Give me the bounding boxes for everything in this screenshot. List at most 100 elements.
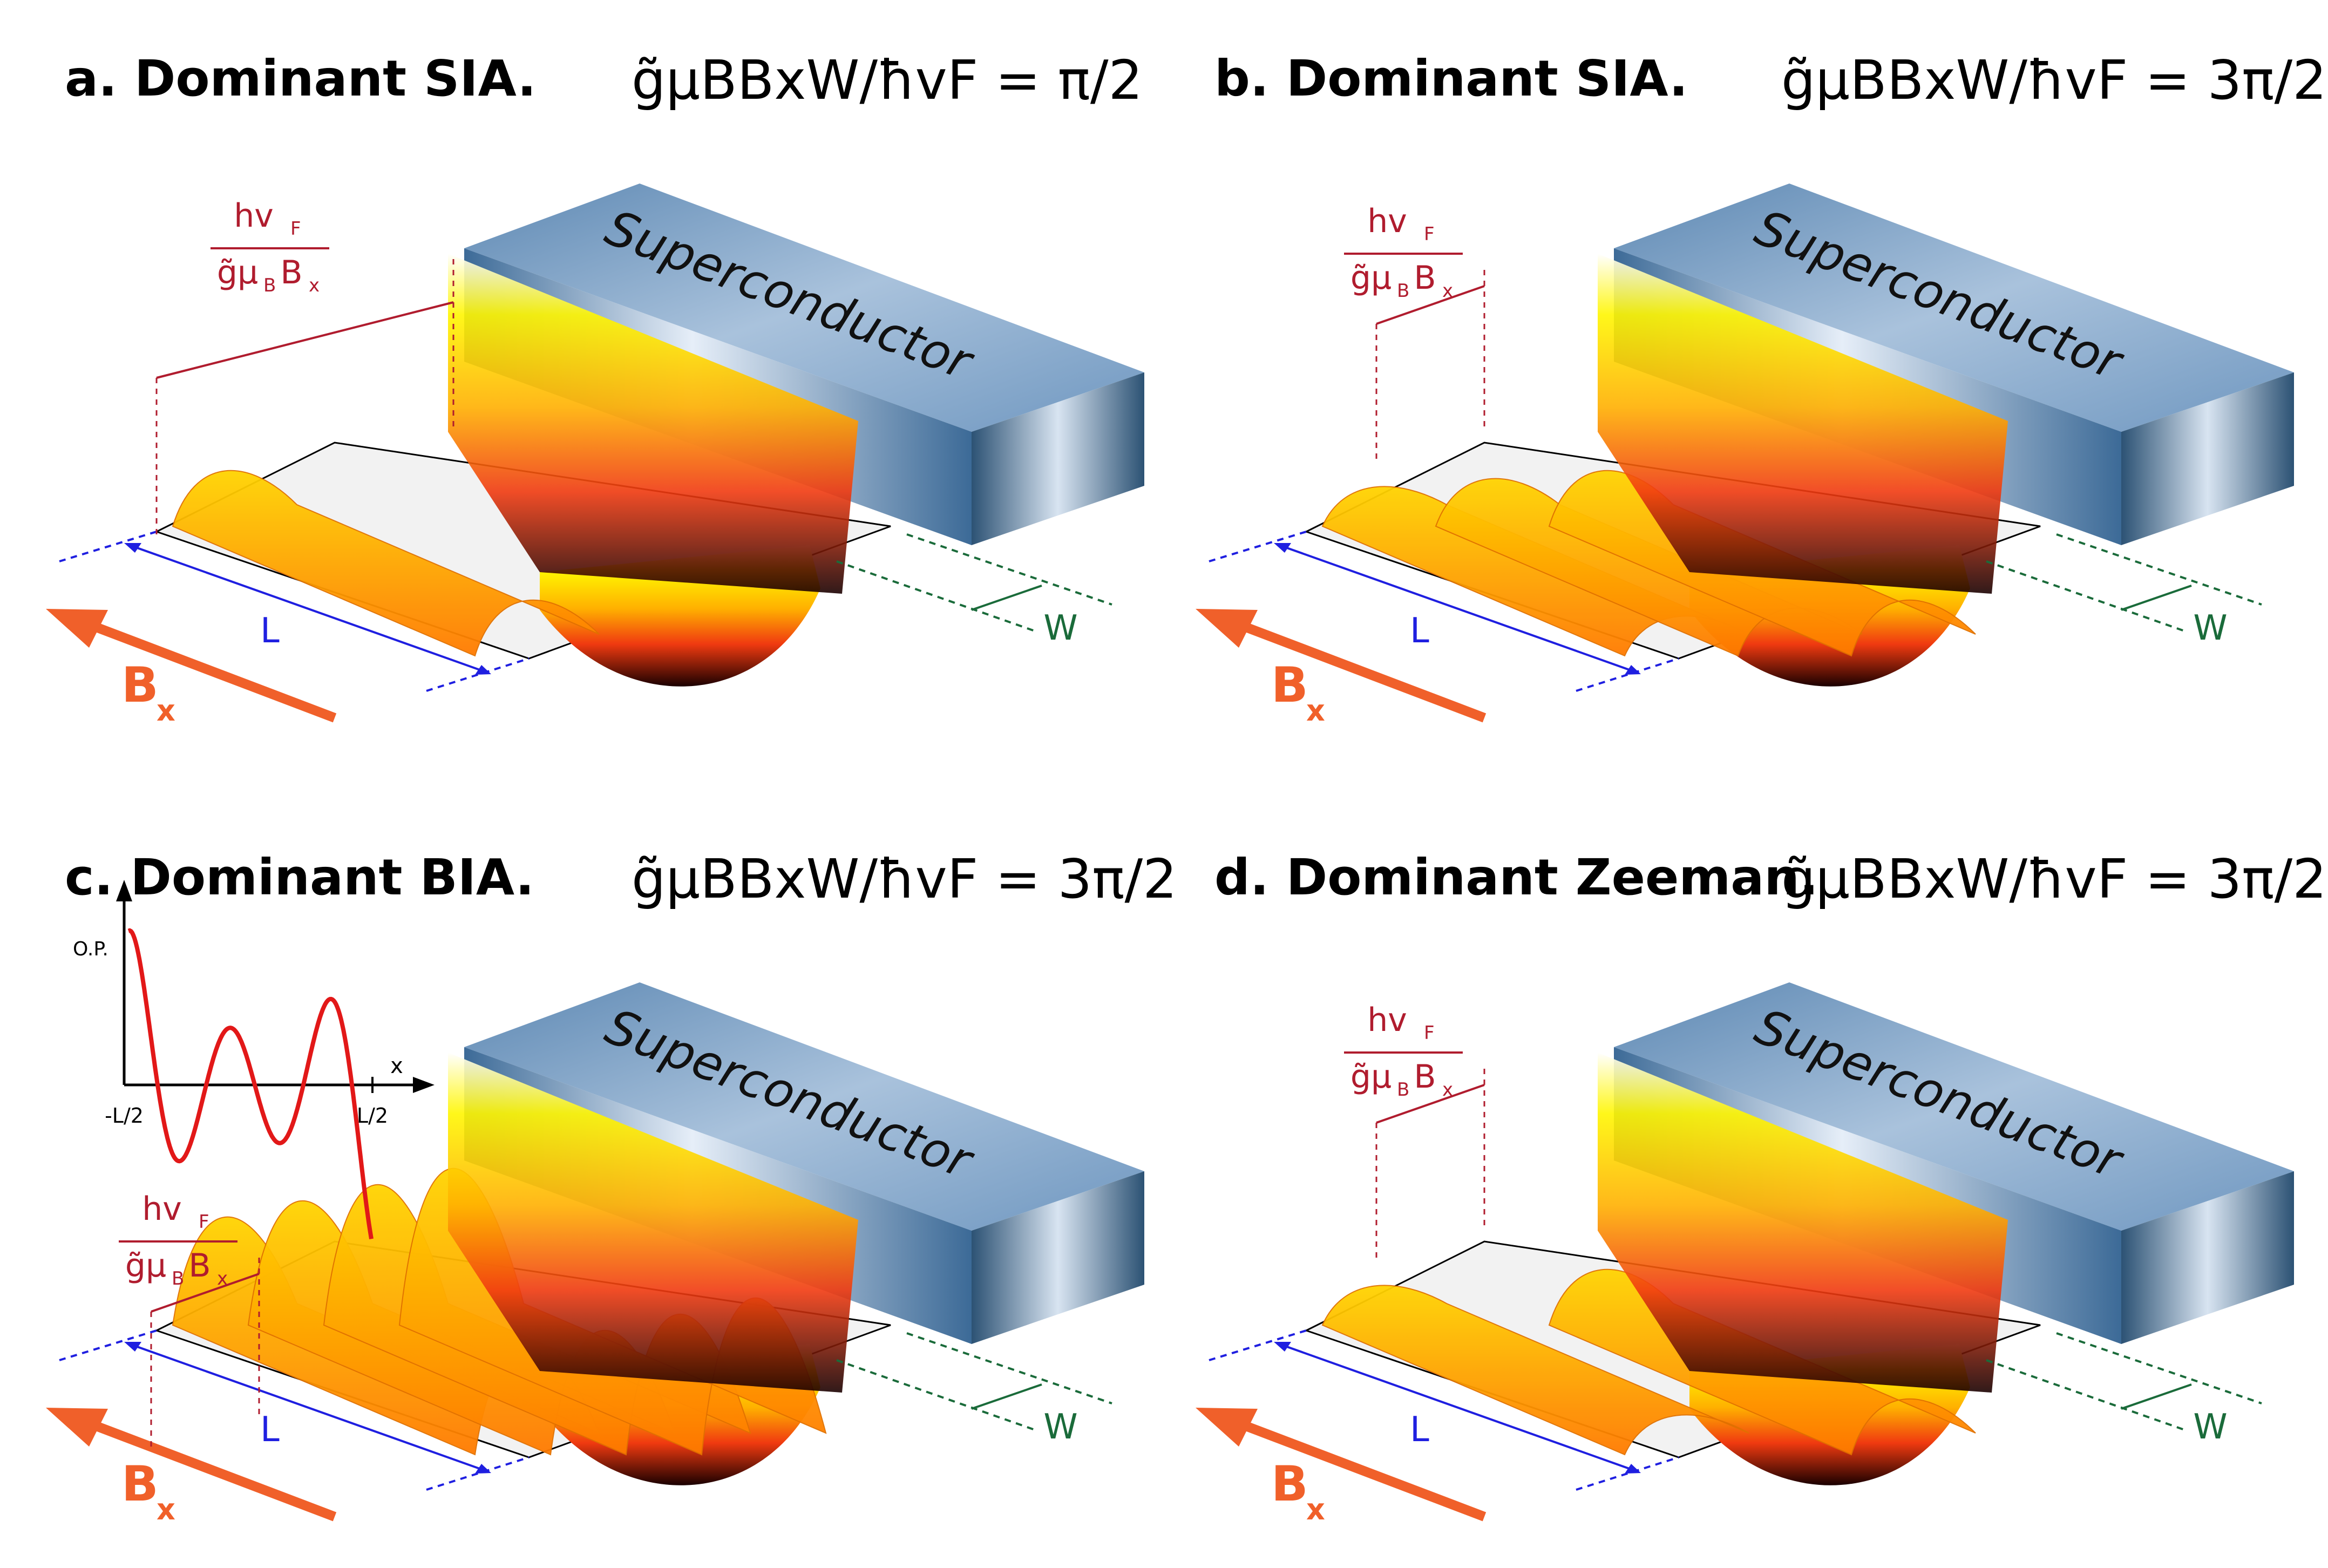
width-arrow-line [2121, 1383, 2192, 1410]
width-dimension [836, 1332, 1112, 1431]
length-label: L [1410, 611, 1429, 651]
field-label-sub: x [157, 1492, 175, 1526]
panel-formula: g̃μBBxW/ħvF = 3π/2 [632, 847, 1177, 911]
length-arrowhead-left [124, 1342, 141, 1352]
length-ext-right [426, 657, 530, 692]
width-ext-2 [2056, 533, 2262, 606]
length-ext-left [1209, 1329, 1307, 1361]
field-label-sub: x [1306, 694, 1325, 728]
spacing-denominator-sub1: B [1397, 280, 1409, 302]
spacing-annotation [1344, 253, 1485, 464]
length-label: L [260, 1410, 280, 1450]
field-arrowhead [46, 1408, 108, 1447]
width-dimension [1986, 533, 2262, 633]
field-label: B [121, 1456, 159, 1512]
width-ext-1 [836, 560, 1037, 633]
panel-formula: g̃μBBxW/ħvF = 3π/2 [1781, 49, 2327, 112]
width-dimension [1986, 1332, 2262, 1431]
wavefunction-surface [172, 254, 858, 687]
block-top-face [1614, 982, 2294, 1231]
length-arrow-line [1279, 544, 1636, 673]
length-label: L [260, 611, 280, 651]
spacing-numerator: hv [142, 1190, 182, 1228]
spacing-denominator-sub2: x [217, 1268, 228, 1289]
spacing-denominator: g̃μ [1350, 1058, 1392, 1096]
formula-rhs: = 3π/2 [2145, 49, 2327, 112]
spacing-denominator: g̃μ [125, 1247, 166, 1285]
width-label: W [2193, 1407, 2227, 1447]
field-arrowhead [46, 609, 108, 648]
spacing-numerator: hv [234, 197, 274, 235]
spacing-denominator-b: B [1414, 259, 1436, 297]
spacing-annotation [119, 1240, 260, 1452]
length-ext-right [1576, 657, 1679, 692]
length-arrowhead-right [475, 665, 491, 675]
field-label-sub: x [157, 694, 175, 728]
length-arrow-line [129, 1343, 486, 1472]
spacing-arrow-line [151, 1273, 260, 1313]
formula-rhs: = 3π/2 [2145, 847, 2327, 911]
length-dimension [1209, 1329, 1679, 1491]
length-dimension [1209, 531, 1679, 692]
spacing-arrow-line [1376, 1084, 1485, 1124]
spacing-denominator-sub1: B [263, 275, 276, 296]
width-ext-1 [1986, 560, 2187, 633]
spacing-numerator-sub: F [199, 1211, 209, 1233]
panel-c: c. Dominant BIA. g̃μBBxW/ħvF = 3π/2 [0, 799, 1177, 1555]
spacing-denominator-sub2: x [1442, 1079, 1453, 1101]
inset-y-label: O.P. [73, 938, 108, 960]
field-label: B [121, 657, 159, 714]
inset-x-label: x [390, 1054, 403, 1078]
field-arrow [1196, 609, 1487, 723]
length-arrowhead-right [475, 1464, 491, 1474]
spacing-numerator-sub: F [1424, 1022, 1435, 1044]
width-arrow-line [2121, 585, 2192, 611]
block-end-face [2121, 372, 2294, 545]
wave-wall [1598, 254, 2008, 594]
width-label: W [1043, 1407, 1077, 1447]
formula-rhs: = 3π/2 [995, 847, 1177, 911]
length-ext-right [426, 1456, 530, 1491]
spacing-denominator-sub2: x [309, 275, 320, 296]
block-top-face [1614, 184, 2294, 432]
wavefunction-surface [1321, 254, 2008, 687]
formula-lhs: g̃μBBxW/ħvF [632, 847, 979, 911]
inset-y-arrowhead [116, 880, 132, 901]
length-arrowhead-left [1274, 543, 1291, 553]
panel-formula: g̃μBBxW/ħvF = 3π/2 [1781, 847, 2327, 911]
spacing-denominator: g̃μ [1350, 259, 1392, 297]
spacing-denominator-b: B [280, 254, 302, 291]
wavefunction-surface [172, 1053, 858, 1485]
spacing-numerator: hv [1367, 1001, 1407, 1039]
spacing-arrow-line [156, 301, 454, 379]
spacing-annotation [1344, 1051, 1485, 1263]
width-ext-2 [906, 533, 1112, 606]
field-arrow-shaft [1234, 619, 1487, 723]
spacing-denominator: g̃μ [217, 254, 258, 291]
inset-xmin-label: -L/2 [105, 1104, 144, 1128]
spacing-denominator-sub1: B [172, 1268, 184, 1289]
length-arrowhead-left [124, 543, 141, 553]
panel-title: b. Dominant SIA. [1214, 50, 1688, 107]
field-label: B [1271, 657, 1308, 714]
spacing-numerator-sub: F [290, 218, 301, 240]
length-arrow-line [1279, 1343, 1636, 1472]
width-label: W [2193, 608, 2227, 648]
wave-ridge [172, 470, 600, 657]
width-ext-2 [906, 1332, 1112, 1404]
panel-a: a. Dominant SIA. g̃μBBxW/ħvF = π/2 [0, 0, 1144, 756]
wave-ridge [1321, 1285, 1749, 1456]
field-arrow-shaft [84, 1417, 337, 1522]
field-arrow-shaft [84, 619, 337, 723]
panel-title: a. Dominant SIA. [65, 50, 537, 107]
length-arrowhead-right [1625, 1464, 1641, 1474]
block-end-face [2121, 1171, 2294, 1344]
panel-title: c. Dominant BIA. [65, 849, 534, 906]
spacing-numerator: hv [1367, 202, 1407, 240]
width-arrow-line [971, 585, 1042, 611]
spacing-annotation [155, 247, 454, 534]
length-label: L [1410, 1410, 1429, 1450]
